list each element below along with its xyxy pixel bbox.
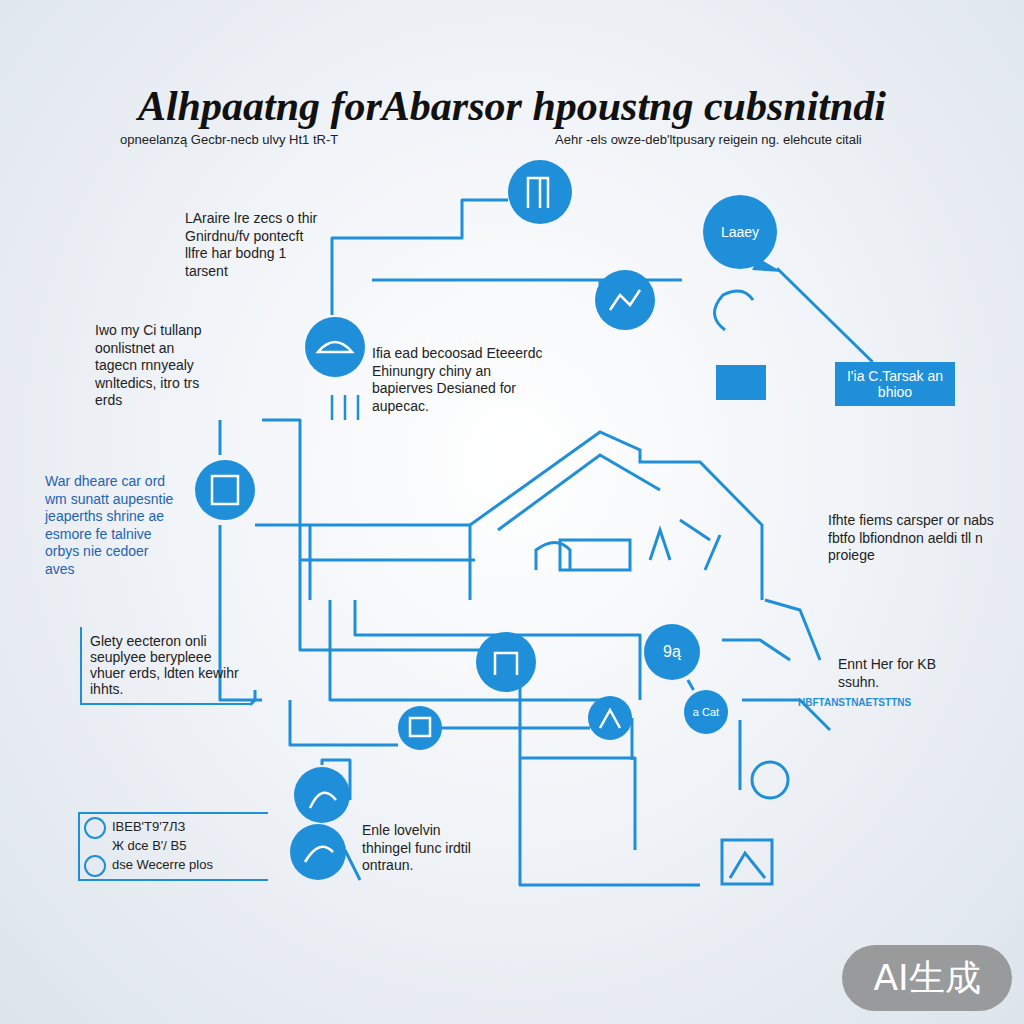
text-note: LAraire lre zecs o thir Gnirdnu/fv ponte…: [185, 210, 325, 280]
node-text: IBEB'T9'7ЛЗ: [112, 818, 262, 837]
text-note: Enle lovelvin thhingel func irdtil ontra…: [362, 822, 492, 875]
wires: [220, 200, 830, 885]
badge-circle: 9ą: [644, 624, 700, 680]
text-note: War dheare car ord wm sunatt aupesntie j…: [45, 473, 175, 578]
node-text: 9ą: [663, 643, 681, 661]
watermark: AI生成: [842, 945, 1012, 1011]
icon-glyphs: [212, 178, 640, 862]
node-text: Ж dce B'/ B5: [112, 837, 262, 856]
node-text: Laaey: [721, 224, 759, 240]
small-boxes: [714, 291, 788, 884]
connector: [777, 268, 873, 362]
text-note: Ifhte fiems carsper or nabs fbtfo lbfion…: [828, 512, 998, 565]
diagram-title: Alhpaatng forAbarsor hpoustng cubsnitndi: [0, 80, 1024, 133]
text-note: Ifia ead becoosad Eteeerdc Ehinungry chi…: [372, 345, 544, 415]
node-text: I'ia C.Tarsak an bhioo: [843, 368, 947, 400]
text-note: Iwo my Ci tullanp oonlistnet an tagecn r…: [95, 322, 213, 410]
text-note: Aehr -els owze-deb'ltpusary reigein ng. …: [555, 132, 995, 148]
icon-circles: [85, 160, 782, 880]
badge-circle: a Cat: [684, 690, 728, 734]
node-text: Glety eecteron onli seuplyee berypleee v…: [90, 633, 244, 697]
node-text: a Cat: [693, 706, 719, 718]
blue-box: I'ia C.Tarsak an bhioo: [835, 362, 955, 406]
bracket-box: IBEB'T9'7ЛЗЖ dce B'/ B5dse Wecerre plos: [78, 812, 268, 881]
watermark-pill: [842, 945, 1012, 1011]
node-text: dse Wecerre plos: [112, 856, 262, 875]
text-note: Ennt Her for KB ssuhn.: [838, 656, 948, 691]
house-outline: [470, 432, 762, 600]
speech-circle: Laaey: [703, 195, 777, 269]
text-note: HBFTANSTNAETSTTNS: [798, 697, 958, 710]
text-note: opneelanzą Gecbr-necb ulvy Ht1 tR-T: [120, 132, 450, 148]
outlined-box: Glety eecteron onli seuplyee berypleee v…: [80, 627, 252, 705]
connector: [688, 680, 694, 690]
